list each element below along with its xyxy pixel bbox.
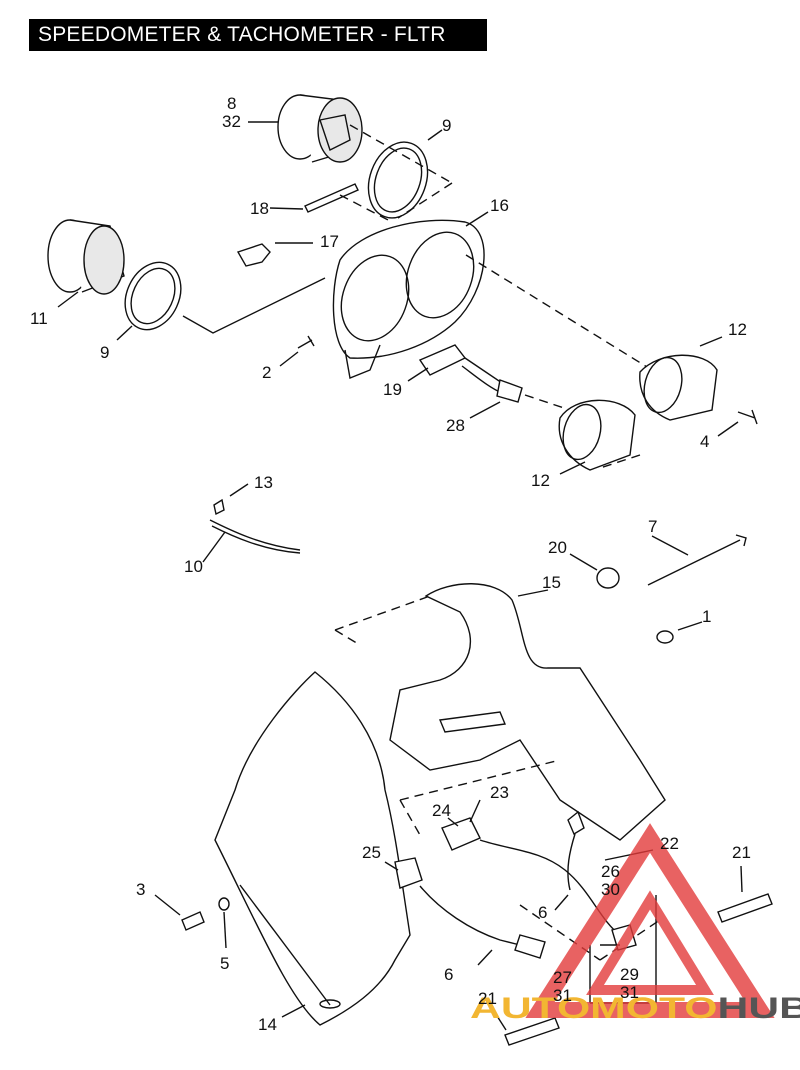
callout-23: 23 <box>490 783 509 802</box>
panel-part-15 <box>389 583 666 841</box>
callout-11: 11 <box>30 309 48 328</box>
gauge-part-11 <box>47 219 125 308</box>
bracket-part-21-right <box>717 893 773 923</box>
diagram-title: SPEEDOMETER & TACHOMETER - FLTR <box>29 19 487 51</box>
gauge-part-8 <box>248 94 363 163</box>
callout-9-left: 9 <box>100 343 109 362</box>
plug-part-1 <box>656 630 674 644</box>
callout-12-right: 12 <box>728 320 747 339</box>
cup-part-12-right <box>639 336 723 421</box>
washer-part-5 <box>218 897 230 911</box>
callout-26: 26 <box>601 862 620 881</box>
watermark-part2: HUB <box>717 992 800 1025</box>
ring-part-9-left <box>124 261 182 331</box>
ring-part-9-top <box>367 141 429 219</box>
callout-32: 32 <box>222 112 241 131</box>
callout-17: 17 <box>320 232 339 251</box>
callout-5: 5 <box>220 954 229 973</box>
callout-9-top: 9 <box>442 116 451 135</box>
connector-part-19 <box>407 344 523 419</box>
callout-2: 2 <box>262 363 271 382</box>
callout-14: 14 <box>258 1015 277 1034</box>
callout-6-b: 6 <box>444 965 453 984</box>
callout-16: 16 <box>490 196 509 215</box>
callout-7: 7 <box>648 517 657 536</box>
callout-3: 3 <box>136 880 145 899</box>
watermark-part1: AUTOMOTO <box>470 992 717 1025</box>
callout-31-b: 31 <box>553 986 572 1005</box>
callout-8: 8 <box>227 94 236 113</box>
housing-part-16 <box>332 211 489 379</box>
callout-1: 1 <box>702 607 711 626</box>
callout-4: 4 <box>700 432 709 451</box>
callout-24: 24 <box>432 801 451 820</box>
callout-30: 30 <box>601 880 620 899</box>
callout-22: 22 <box>660 834 679 853</box>
callout-25: 25 <box>362 843 381 862</box>
screw-part-4 <box>737 409 758 425</box>
callout-12-left: 12 <box>531 471 550 490</box>
callout-15: 15 <box>542 573 561 592</box>
callout-21-right: 21 <box>732 843 751 862</box>
callout-6-a: 6 <box>538 903 547 922</box>
bolt-part-3 <box>181 911 205 931</box>
callout-18: 18 <box>250 199 269 218</box>
callout-20: 20 <box>548 538 567 557</box>
bracket-part-21-left <box>504 1017 560 1046</box>
callout-28: 28 <box>446 416 465 435</box>
screw-part-2 <box>297 335 315 349</box>
callout-29: 29 <box>620 965 639 984</box>
clamp-part-20 <box>596 567 620 589</box>
callout-19: 19 <box>383 380 402 399</box>
callout-13: 13 <box>254 473 273 492</box>
cup-part-12-left <box>558 399 636 475</box>
callout-10: 10 <box>184 557 203 576</box>
clip-part-17 <box>236 243 271 267</box>
lamp-part-10 <box>202 483 301 563</box>
strip-part-18 <box>304 183 359 213</box>
callout-27: 27 <box>553 968 572 987</box>
callout-21-left: 21 <box>478 989 497 1008</box>
callout-31-a: 31 <box>620 983 639 1002</box>
tie-part-7 <box>647 539 741 586</box>
